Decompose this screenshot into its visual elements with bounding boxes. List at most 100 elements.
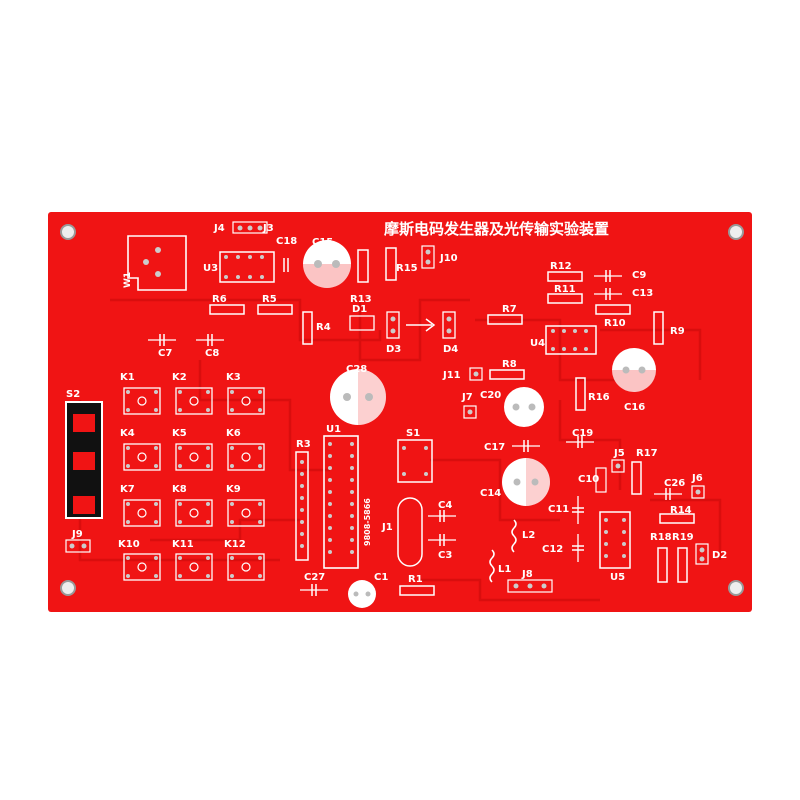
label-r1: R1: [408, 574, 423, 585]
crystal-j1: J1: [381, 497, 423, 567]
label-j3: J3: [262, 223, 274, 234]
resistor-r4: R4: [302, 311, 331, 345]
label-k1: K1: [120, 372, 135, 383]
electrolytic-c14: C14: [480, 458, 550, 506]
resistor-r12: R12: [547, 261, 583, 282]
label-j6: J6: [691, 473, 703, 484]
label-l1: L1: [498, 564, 511, 575]
key-k10: K10: [118, 539, 161, 581]
key-k6: K6: [226, 428, 265, 471]
label-c10: C10: [578, 474, 599, 485]
inductor-l1: L1: [489, 549, 511, 583]
label-k7: K7: [120, 484, 135, 495]
label-c7: C7: [158, 348, 172, 359]
capacitor-c3: C3: [428, 534, 456, 561]
label-j4: J4: [213, 223, 225, 234]
label-r12: R12: [550, 261, 572, 272]
label-j7: J7: [461, 392, 473, 403]
header-j5: J5: [611, 448, 625, 473]
label-c14: C14: [480, 488, 501, 499]
ic-u5: U5: [599, 511, 631, 583]
label-u1: U1: [326, 424, 341, 435]
label-r14: R14: [670, 505, 692, 516]
capacitor-c18: C18: [276, 236, 297, 272]
chip-marking: 9808-5866: [363, 498, 372, 546]
label-k10: K10: [118, 539, 140, 550]
label-s2: S2: [66, 389, 80, 400]
label-r4: R4: [316, 322, 331, 333]
capacitor-c26: C26: [654, 478, 685, 500]
label-c19: C19: [572, 428, 593, 439]
label-c18: C18: [276, 236, 297, 247]
label-c15: C15: [312, 237, 333, 248]
label-r7: R7: [502, 304, 517, 315]
label-j10: J10: [439, 253, 458, 264]
capacitor-c17: C17: [484, 440, 540, 453]
resistor-r5: R5: [257, 294, 293, 315]
label-j11: J11: [442, 370, 461, 381]
switch-s1: S1: [397, 428, 433, 483]
label-d4: D4: [443, 344, 458, 355]
label-c9: C9: [632, 270, 646, 281]
label-c11: C11: [548, 504, 569, 515]
capacitor-c4: C4: [428, 500, 456, 522]
electrolytic-c15: C15: [303, 237, 351, 288]
label-d3: D3: [386, 344, 401, 355]
resistor-r9: R9: [653, 311, 685, 345]
label-u5: U5: [610, 572, 625, 583]
resistor-r14: R14: [659, 505, 695, 524]
label-k3: K3: [226, 372, 241, 383]
label-c20: C20: [480, 390, 501, 401]
led-d4: D4: [442, 311, 458, 355]
label-c28: C28: [346, 364, 367, 375]
resistor-r15: R15: [357, 247, 418, 283]
capacitor-c12: C12: [542, 534, 584, 562]
resistor-array-r3: R3: [295, 439, 311, 561]
label-k6: K6: [226, 428, 241, 439]
label-j5: J5: [613, 448, 625, 459]
capacitor-c27: C27: [300, 572, 328, 596]
capacitor-c8: C8: [196, 334, 224, 359]
key-grid: K1 K2 K3 K4 K5 K6 K7 K8 K9 K10 K11 K12: [118, 372, 265, 581]
label-r10: R10: [604, 318, 626, 329]
label-r15: R15: [396, 263, 418, 274]
header-j7: J7: [461, 392, 477, 419]
label-c12: C12: [542, 544, 563, 555]
label-j9: J9: [71, 529, 83, 540]
key-k7: K7: [120, 484, 161, 527]
label-k9: K9: [226, 484, 241, 495]
led-d2: D2: [695, 543, 727, 565]
capacitor-c19: C19: [566, 428, 594, 448]
capacitor-c9: C9: [594, 270, 646, 282]
label-r3: R3: [296, 439, 311, 450]
label-j1: J1: [381, 522, 393, 533]
board-title: 摩斯电码发生器及光传输实验装置: [384, 220, 609, 238]
label-c8: C8: [205, 348, 219, 359]
electrolytic-c20: C20: [480, 387, 544, 427]
potentiometer-w1: W1: [123, 235, 187, 291]
copper-traces: [78, 298, 722, 602]
mounting-holes: [60, 224, 744, 596]
label-c26: C26: [664, 478, 685, 489]
label-d1: D1: [352, 304, 367, 315]
arrow-icon: [406, 318, 436, 332]
label-k8: K8: [172, 484, 187, 495]
header-j11: J11: [442, 367, 483, 381]
label-u4: U4: [530, 338, 545, 349]
capacitor-c11: C11: [548, 496, 584, 524]
header-j6: J6: [691, 473, 705, 499]
inductor-l2: L2: [511, 519, 535, 553]
resistor-r7: R7: [487, 304, 523, 325]
key-k11: K11: [172, 539, 213, 581]
led-d1-d3: D1 D3: [349, 304, 401, 355]
key-k3: K3: [226, 372, 265, 415]
key-k4: K4: [120, 428, 161, 471]
electrolytic-c1: C1: [348, 572, 388, 608]
label-r11: R11: [554, 284, 576, 295]
header-j8: J8: [507, 569, 553, 593]
label-k2: K2: [172, 372, 187, 383]
header-j10: J10: [421, 245, 458, 269]
resistor-r18: R18: [650, 532, 672, 583]
key-k9: K9: [226, 484, 265, 527]
